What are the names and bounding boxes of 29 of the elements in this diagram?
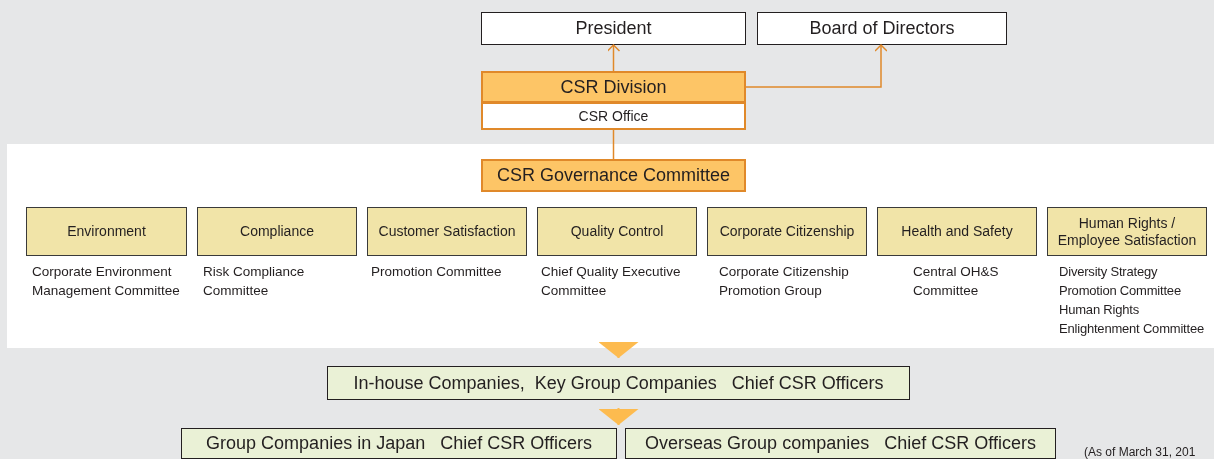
committee-note: Chief Quality Executive Committee [541,263,682,300]
committee-note: Corporate Environment Management Committee [32,263,181,300]
org-box: President [481,12,746,45]
date-note: (As of March 31, 201 [1084,445,1196,459]
connector-line [612,129,615,160]
company-box: Group Companies in Japan Chief CSR Officers [181,428,617,459]
division-box: CSR Division [481,71,746,103]
division-box: CSR Governance Committee [481,159,746,192]
committee-box: Corporate Citizenship [707,207,867,256]
committee-box: Environment [26,207,187,256]
committee-note: Promotion Committee [371,263,503,281]
office-box: CSR Office [481,102,746,130]
arrow [606,44,621,72]
committee-box: Health and Safety [877,207,1037,256]
committee-note: Central OH&S Committee [913,263,1000,300]
committee-note: Corporate Citizenship Promotion Group [719,263,850,300]
committee-box: Human Rights / Employee Satisfaction [1047,207,1207,256]
flow-chevron [598,407,639,426]
company-box: Overseas Group companies Chief CSR Officers [625,428,1056,459]
flow-chevron [598,342,639,359]
committee-note: Risk Compliance Committee [203,263,306,300]
committee-box: Customer Satisfaction [367,207,527,256]
committee-panel [7,144,1214,348]
org-box: Board of Directors [757,12,1007,45]
committee-box: Compliance [197,207,357,256]
committee-box: Quality Control [537,207,697,256]
company-box: In-house Companies, Key Group Companies Chief CSR Officers [327,366,910,400]
arrow [745,44,888,88]
committee-note: Diversity Strategy Promotion Committee Human Rights Enlightenment Committee [1059,263,1205,338]
